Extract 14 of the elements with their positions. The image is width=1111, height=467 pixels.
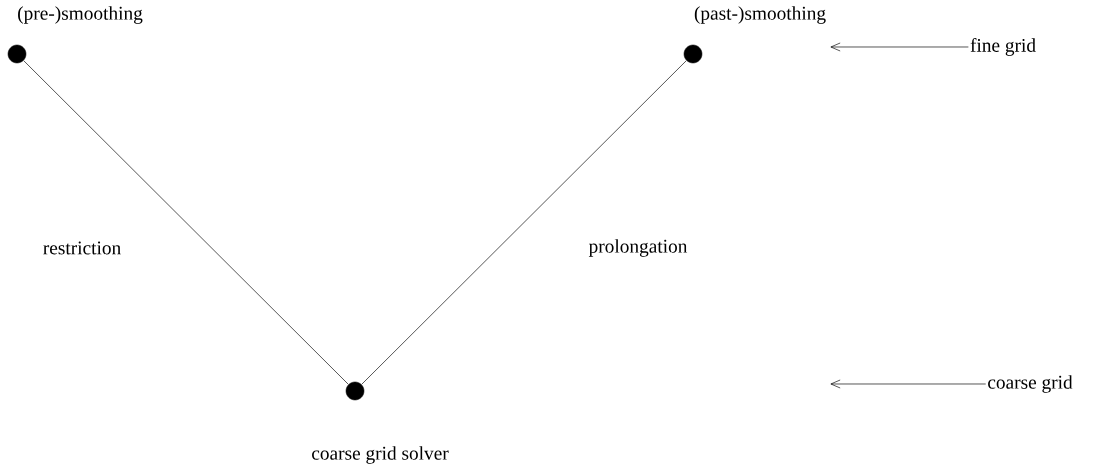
dot: [7, 44, 27, 64]
grid-label: coarse grid: [988, 375, 1073, 393]
arrow: [830, 42, 969, 52]
grid-label: fine grid: [970, 38, 1036, 56]
node-caption: (pre-)smoothing: [18, 6, 143, 24]
arrow: [830, 379, 987, 389]
edge-label: prolongation: [588, 239, 688, 257]
dot: [683, 44, 703, 64]
node-caption: coarse grid solver: [312, 446, 449, 464]
dot: [345, 381, 365, 401]
line: [23, 60, 349, 385]
node-caption: (past-)smoothing: [694, 6, 826, 24]
line: [361, 60, 687, 385]
edge-label: restriction: [43, 241, 121, 255]
